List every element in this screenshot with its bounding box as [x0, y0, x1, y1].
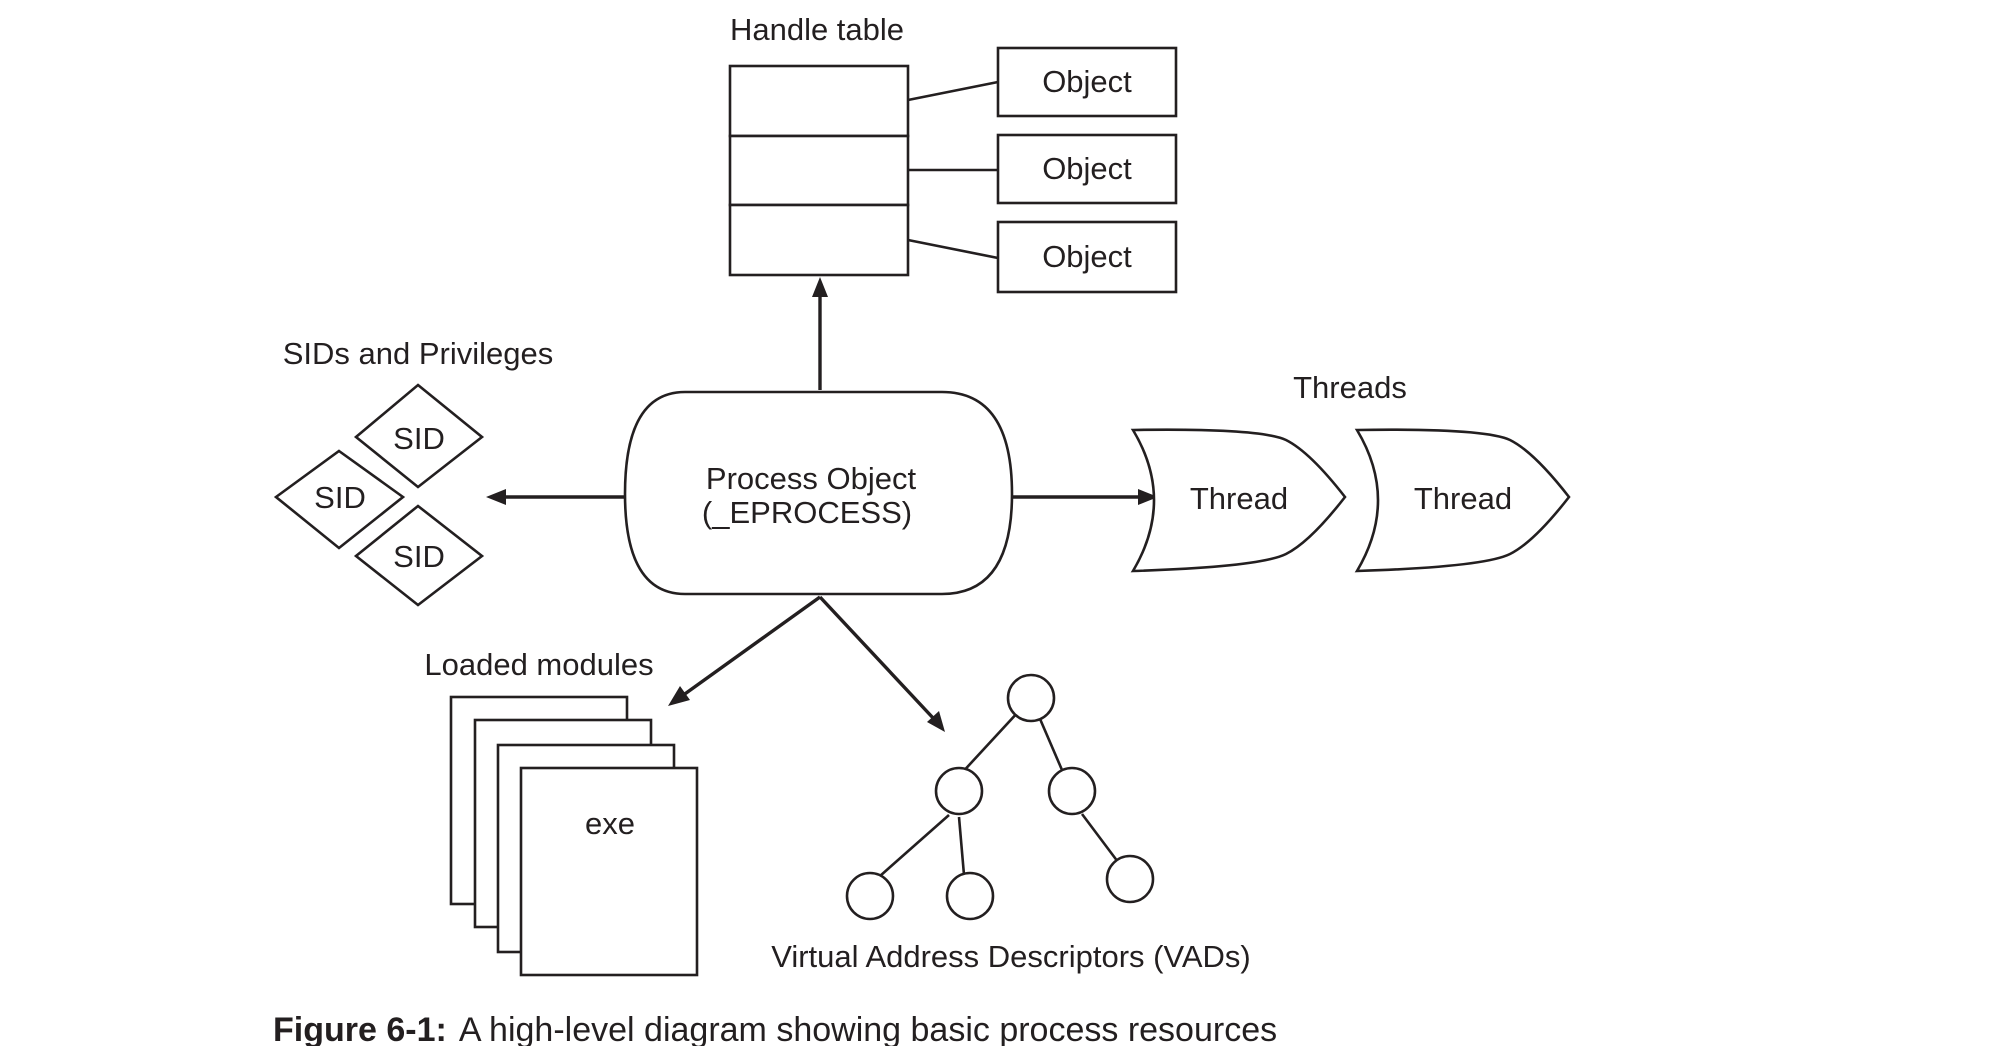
thread-label-1: Thread [1190, 481, 1288, 516]
vad-node-right [1047, 766, 1097, 816]
handle-table-group: Handle table Object Object Object [728, 12, 1178, 294]
threads-group: Threads Thread Thread [1130, 370, 1571, 573]
loaded-modules-group: Loaded modules exe [424, 647, 699, 977]
object-box-1 [996, 46, 1178, 118]
vad-node-leaf-3 [1105, 854, 1155, 904]
sid-diamond-2 [273, 449, 406, 550]
process-object-shape [623, 390, 1014, 596]
vad-node-leaf-2 [945, 871, 995, 921]
handle-table-row-1 [728, 64, 910, 138]
figure-caption-label: Figure 6-1: [273, 1011, 447, 1046]
handle-link-3 [907, 238, 999, 260]
module-exe-label: exe [585, 806, 635, 841]
thread-label-2: Thread [1414, 481, 1512, 516]
process-object-name: Process Object [706, 461, 917, 496]
arrow-to-handle-table [812, 277, 828, 390]
handle-link-1 [907, 80, 999, 102]
sid-diamond-1 [353, 383, 485, 489]
sid-label-3: SID [393, 539, 445, 574]
handle-table-row-3 [728, 203, 910, 277]
object-box-3 [996, 220, 1178, 294]
sids-group: SIDs and Privileges SID SID SID [273, 336, 554, 607]
vad-node-leaf-1 [845, 871, 895, 921]
handle-table-title: Handle table [730, 12, 904, 47]
sids-title: SIDs and Privileges [283, 336, 554, 371]
figure-caption-text: Figure 6-1: A high-level diagram showing … [273, 1011, 1277, 1046]
figure-caption: Figure 6-1: A high-level diagram showing … [273, 1011, 1277, 1046]
arrow-to-vads [818, 595, 945, 732]
process-object-type: (_EPROCESS) [702, 495, 912, 530]
object-box-2 [996, 133, 1178, 205]
module-page-exe [519, 766, 699, 977]
vad-node-root [1006, 673, 1056, 723]
vads-title: Virtual Address Descriptors (VADs) [771, 939, 1251, 974]
arrow-to-sids [486, 489, 625, 505]
vad-tree: Virtual Address Descriptors (VADs) [771, 673, 1251, 974]
sid-label-1: SID [393, 421, 445, 456]
thread-shape-1 [1130, 428, 1347, 573]
sid-label-2: SID [314, 480, 366, 515]
object-label-1: Object [1042, 64, 1132, 99]
process-object: Process Object (_EPROCESS) [623, 390, 1014, 596]
figure-caption-description: A high-level diagram showing basic proce… [459, 1011, 1277, 1046]
vad-node-left [934, 766, 984, 816]
thread-shape-2 [1354, 428, 1571, 573]
object-label-3: Object [1042, 239, 1132, 274]
handle-table-row-2 [728, 134, 910, 207]
loaded-modules-title: Loaded modules [424, 647, 653, 682]
sid-diamond-3 [353, 504, 485, 607]
arrow-to-threads [1012, 489, 1158, 505]
threads-title: Threads [1293, 370, 1407, 405]
arrow-to-modules [668, 595, 821, 706]
object-label-2: Object [1042, 151, 1132, 186]
